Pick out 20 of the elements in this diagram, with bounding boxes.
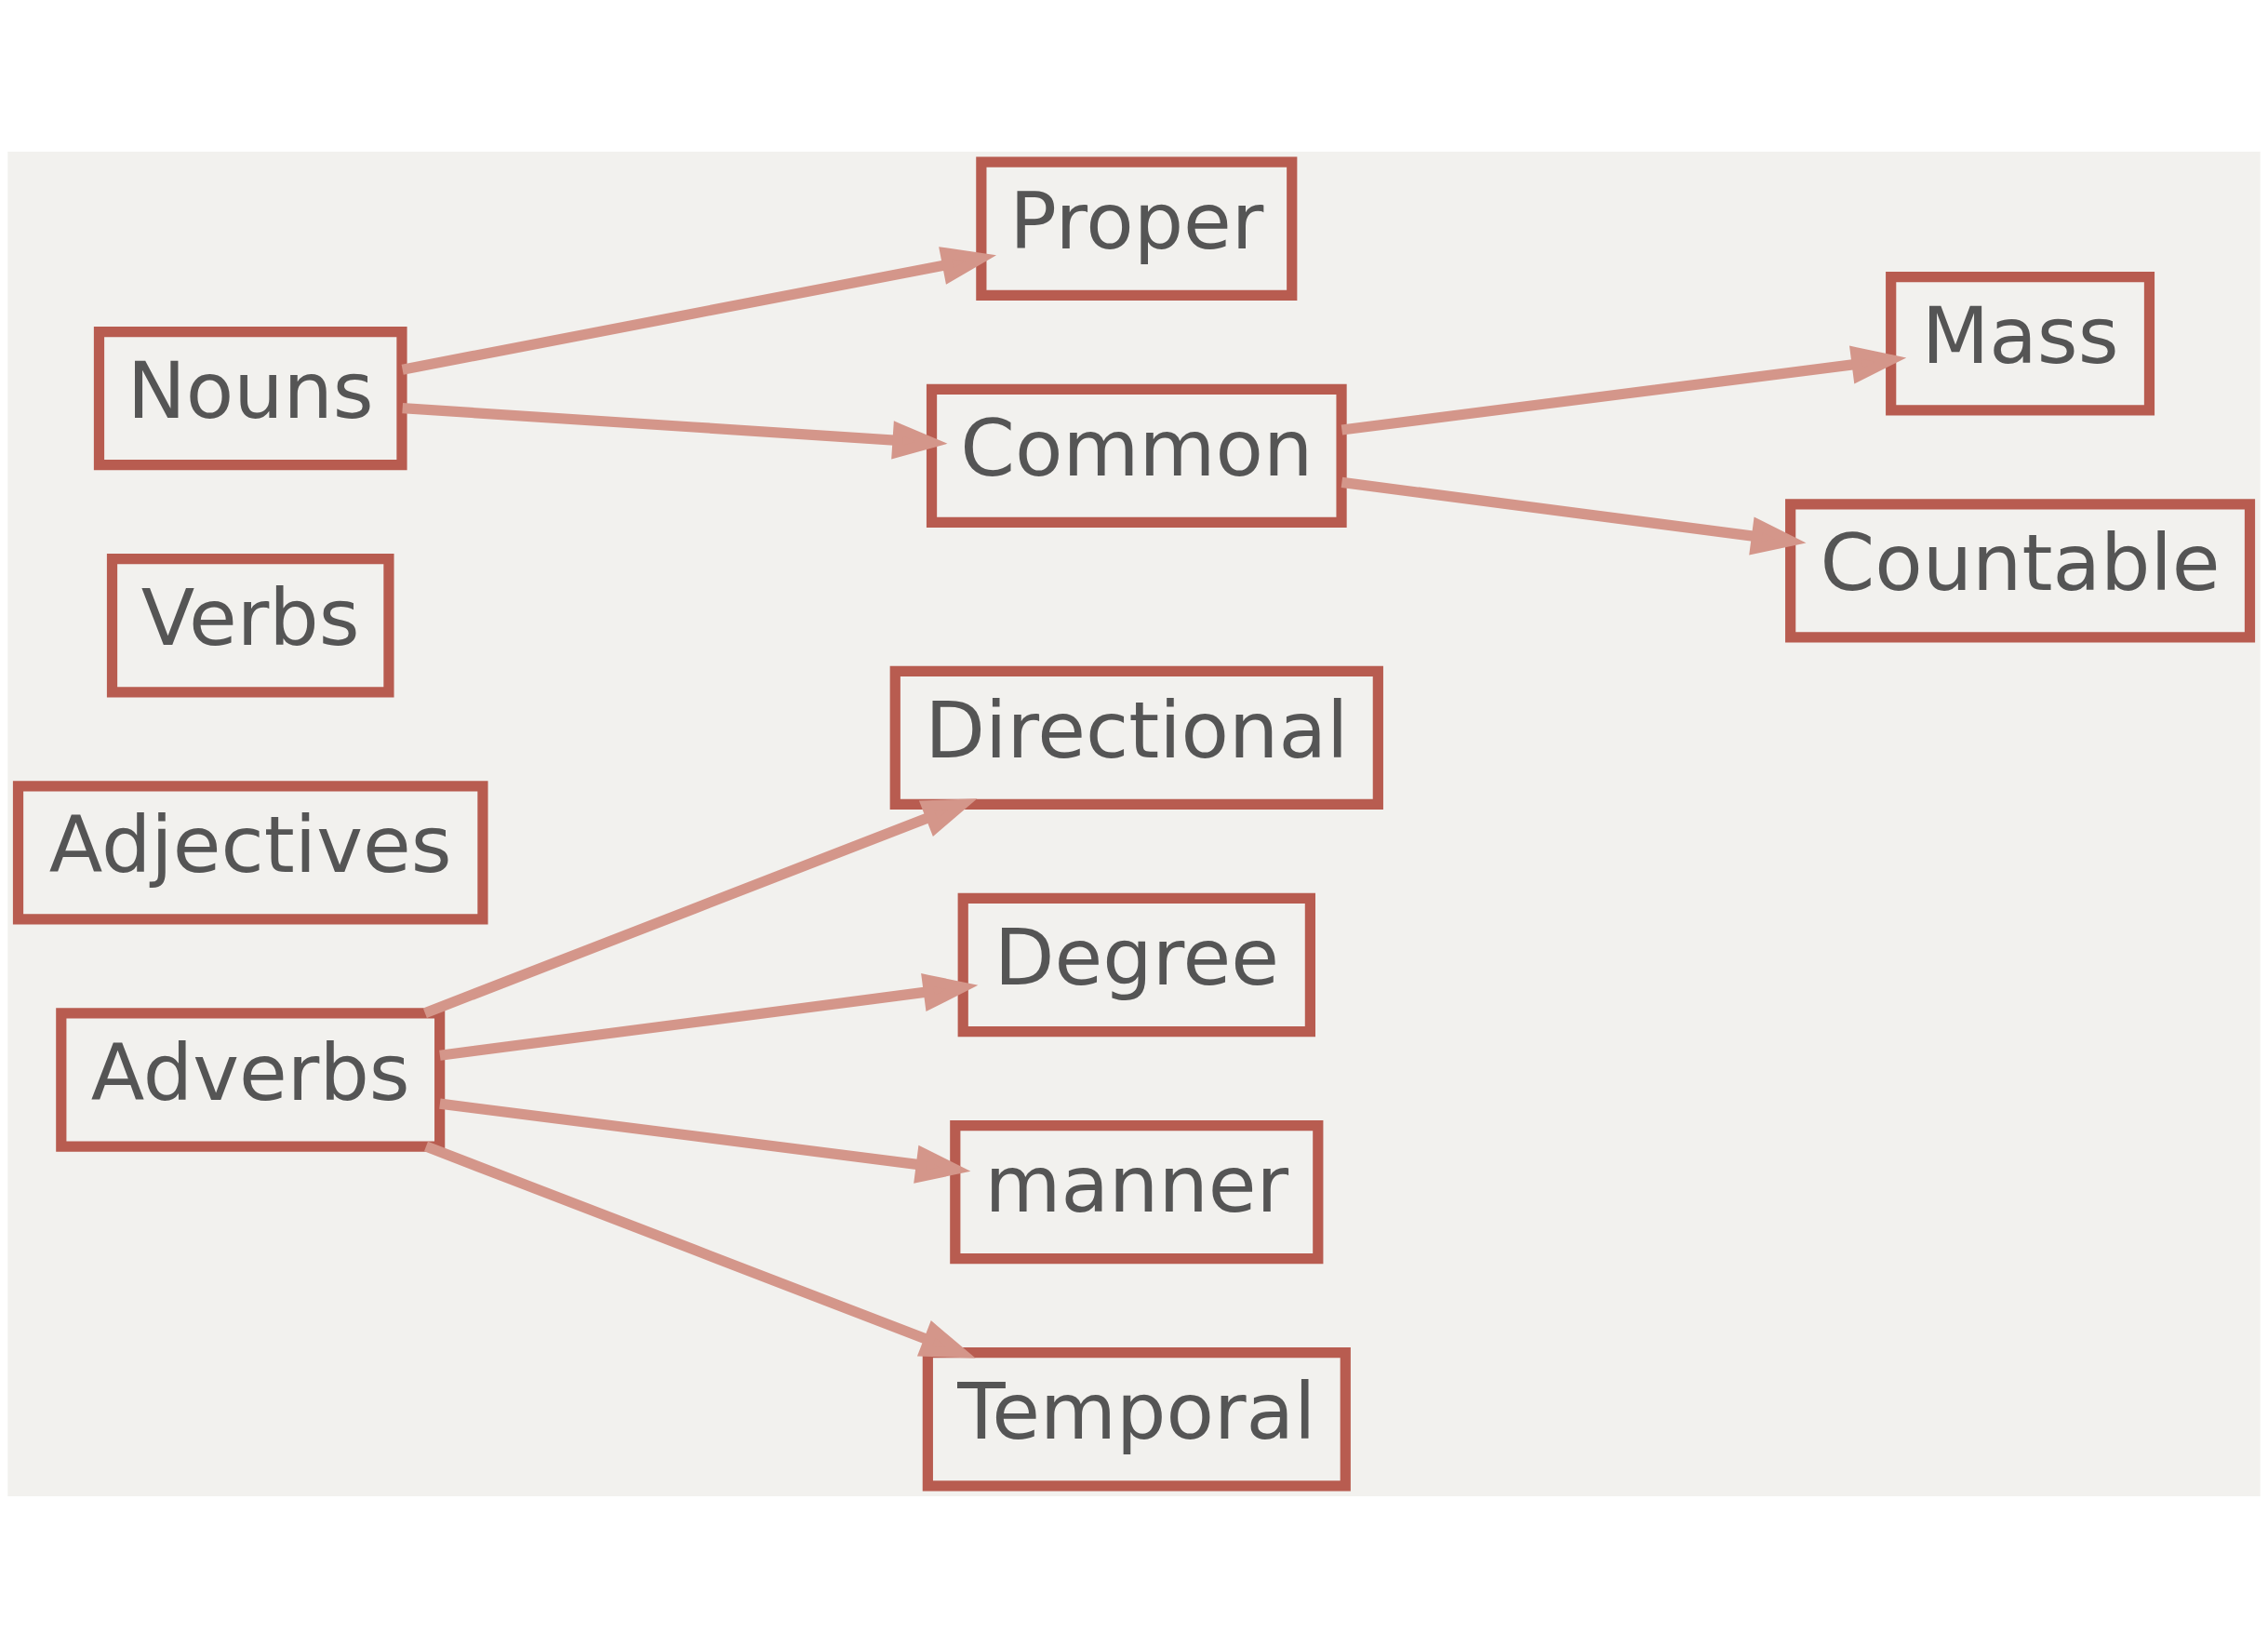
arrow <box>423 1141 976 1359</box>
node-box: Adjectives <box>12 780 488 924</box>
arrow <box>402 402 948 460</box>
node-box: Adverbs <box>56 1007 446 1152</box>
arrow <box>401 246 997 375</box>
node-box: Directional <box>889 665 1383 810</box>
arrow <box>422 797 978 1018</box>
node-box: Temporal <box>922 1346 1351 1491</box>
node-box: Verbs <box>106 553 394 697</box>
arrow <box>439 972 979 1061</box>
node-box: Common <box>926 383 1347 528</box>
node-box: Proper <box>976 156 1298 301</box>
node-box: Countable <box>1785 498 2256 642</box>
arrow <box>1341 476 1807 555</box>
node-box: manner <box>950 1119 1324 1264</box>
arrow <box>439 1098 971 1184</box>
node-box: Degree <box>957 892 1315 1037</box>
node-box: Mass <box>1886 271 2155 415</box>
node-box: Nouns <box>93 326 407 470</box>
arrow <box>1341 345 1907 435</box>
